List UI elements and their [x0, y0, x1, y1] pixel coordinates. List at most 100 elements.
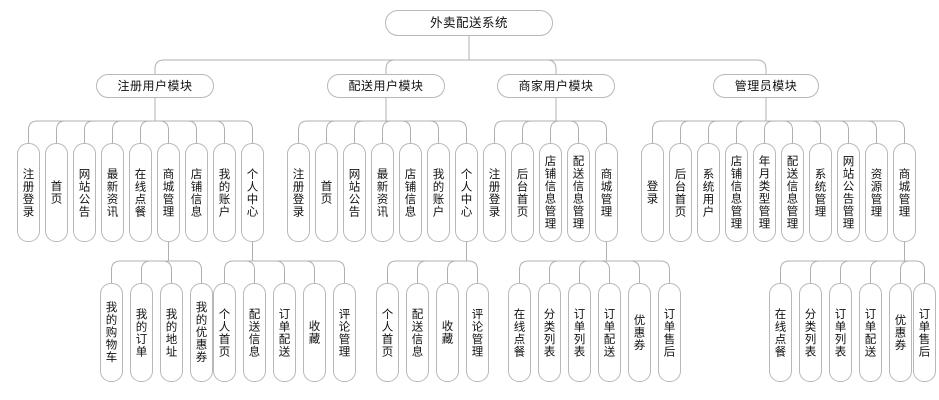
- node-label: 在线点餐: [133, 167, 148, 218]
- leaf-node-node-7cfb7edf7ba17406[interactable]: 系统管理: [809, 143, 832, 242]
- leaf-node-node-670065b08d448baf[interactable]: 最新资讯: [101, 143, 124, 242]
- tree-edge: [680, 120, 766, 143]
- leaf-node-node-52067c7b52178868[interactable]: 分类列表: [799, 283, 822, 382]
- leaf-node-node-8ba25355552e540e[interactable]: 订单售后: [658, 283, 681, 382]
- leaf-node-node-8ba25355914d9001[interactable]: 订单配送: [859, 283, 882, 382]
- leaf-node-node-554657ce7ba17406[interactable]: 商城管理: [595, 143, 618, 242]
- leaf-node-node-653685cf[interactable]: 收藏: [303, 283, 326, 382]
- tree-edge: [840, 260, 905, 283]
- leaf-node-node-8ba2535552178868[interactable]: 订单列表: [568, 283, 591, 382]
- node-label: 年月类型管理: [757, 155, 772, 230]
- leaf-node-node-914d90014fe1606f7ba17406[interactable]: 配送信息管理: [567, 143, 590, 242]
- leaf-node-node-6ce8518c767b5f55[interactable]: 注册登录: [483, 143, 506, 242]
- tree-edge: [652, 120, 766, 143]
- leaf-node-node-4f1860e05238[interactable]: 优惠券: [889, 283, 912, 382]
- tree-edge: [111, 260, 169, 283]
- leaf-node-node-5e9794fa4fe1606f[interactable]: 店铺信息: [399, 143, 422, 242]
- leaf-node-node-653685cf[interactable]: 收藏: [436, 283, 459, 382]
- leaf-node-node-6ce8518c767b5f55[interactable]: 注册登录: [287, 143, 310, 242]
- leaf-node-node-914d90014fe1606f[interactable]: 配送信息: [406, 283, 429, 382]
- leaf-node-node-57287ebf70b99910[interactable]: 在线点餐: [508, 283, 531, 382]
- leaf-node-node-621176848d2d72698f66[interactable]: 我的购物车: [100, 283, 123, 382]
- leaf-node-node-7f517ad9516c544a[interactable]: 网站公告: [343, 143, 366, 242]
- leaf-node-node-540e53f099969875[interactable]: 后台首页: [511, 143, 534, 242]
- tree-edge: [469, 59, 767, 74]
- tree-edge: [900, 260, 910, 283]
- node-label: 后台首页: [673, 167, 688, 218]
- leaf-node-node-7cfb7edf75286237[interactable]: 系统用户: [697, 143, 720, 242]
- tree-edge: [766, 120, 793, 143]
- node-label: 管理员模块: [734, 78, 798, 93]
- tree-edge: [550, 120, 560, 143]
- leaf-node-node-4f1860e05238[interactable]: 优惠券: [628, 283, 651, 382]
- tree-edge: [298, 120, 386, 143]
- leaf-node-node-7f517ad9516c544a[interactable]: 网站公告: [73, 143, 96, 242]
- leaf-node-node-6ce8518c767b5f55[interactable]: 注册登录: [17, 143, 40, 242]
- tree-edge: [326, 120, 386, 143]
- leaf-node-node-8ba25355914d9001[interactable]: 订单配送: [273, 283, 296, 382]
- leaf-node-node-4e2a4eba99969875[interactable]: 个人首页: [213, 283, 236, 382]
- node-label: 我的订单: [134, 307, 149, 358]
- tree-edge: [766, 120, 877, 143]
- leaf-node-node-7f517ad9516c544a7ba17406[interactable]: 网站公告管理: [837, 143, 860, 242]
- leaf-node-node-670065b08d448baf[interactable]: 最新资讯: [371, 143, 394, 242]
- leaf-node-node-99969875[interactable]: 首页: [45, 143, 68, 242]
- tree-edge: [810, 260, 905, 283]
- leaf-node-node-5e7467087c7b578b7ba17406[interactable]: 年月类型管理: [753, 143, 776, 242]
- tree-edge: [154, 59, 469, 74]
- leaf-node-node-4e2a4eba4e2d5fc3[interactable]: 个人中心: [455, 143, 478, 242]
- leaf-node-node-8ba25355914d9001[interactable]: 订单配送: [598, 283, 621, 382]
- leaf-node-node-540e53f099969875[interactable]: 后台首页: [669, 143, 692, 242]
- tree-edge: [155, 120, 225, 143]
- node-label: 最新资讯: [375, 167, 390, 218]
- node-label: 系统管理: [813, 167, 828, 218]
- node-label: 收藏: [440, 320, 455, 345]
- node-label: 系统用户: [701, 167, 716, 218]
- root-node-node-59165356914d90017cfb7edf[interactable]: 外卖配送系统: [385, 10, 553, 36]
- leaf-node-node-8ba25355552e540e[interactable]: 订单售后: [913, 283, 936, 382]
- leaf-node-node-5e9794fa4fe1606f7ba17406[interactable]: 店铺信息管理: [539, 143, 562, 242]
- leaf-node-node-621176848d266237[interactable]: 我的账户: [213, 143, 236, 242]
- leaf-node-node-767b5f55[interactable]: 登录: [641, 143, 664, 242]
- leaf-node-node-52067c7b52178868[interactable]: 分类列表: [538, 283, 561, 382]
- leaf-node-node-8bc48bba7ba17406[interactable]: 评论管理: [466, 283, 489, 382]
- node-label: 店铺信息: [189, 167, 204, 218]
- node-label: 网站公告管理: [841, 155, 856, 230]
- module-node-node-7ba1740654586a215757[interactable]: 管理员模块: [713, 74, 819, 98]
- leaf-node-node-8d446e907ba17406[interactable]: 资源管理: [865, 143, 888, 242]
- leaf-node-node-621176848d266237[interactable]: 我的账户: [427, 143, 450, 242]
- leaf-node-node-4e2a4eba4e2d5fc3[interactable]: 个人中心: [241, 143, 264, 242]
- node-label: 个人首页: [217, 307, 232, 358]
- leaf-node-node-8ba2535552178868[interactable]: 订单列表: [829, 283, 852, 382]
- node-label: 配送信息管理: [571, 155, 586, 230]
- leaf-node-node-57287ebf70b99910[interactable]: 在线点餐: [129, 143, 152, 242]
- leaf-node-node-6211768457305740[interactable]: 我的地址: [160, 283, 183, 382]
- tree-edge: [466, 260, 478, 283]
- node-label: 商家用户模块: [518, 78, 594, 93]
- module-node-node-55465bb6752862376a215757[interactable]: 商家用户模块: [497, 74, 615, 98]
- leaf-node-node-621176844f1860e05238[interactable]: 我的优惠券: [190, 283, 213, 382]
- module-node-node-914d9001752862376a215757[interactable]: 配送用户模块: [327, 74, 445, 98]
- tree-edge: [417, 260, 467, 283]
- module-node-node-6ce8518c752862376a215757[interactable]: 注册用户模块: [96, 74, 214, 98]
- node-label: 订单配送: [602, 307, 617, 358]
- tree-edge: [606, 260, 670, 283]
- leaf-node-node-5e9794fa4fe1606f7ba17406[interactable]: 店铺信息管理: [725, 143, 748, 242]
- node-label: 店铺信息: [403, 167, 418, 218]
- leaf-node-node-621176848ba25355[interactable]: 我的订单: [130, 283, 153, 382]
- leaf-node-node-554657ce7ba17406[interactable]: 商城管理: [893, 143, 916, 242]
- leaf-node-node-8bc48bba7ba17406[interactable]: 评论管理: [333, 283, 356, 382]
- node-label: 外卖配送系统: [429, 15, 508, 31]
- node-label: 首页: [49, 180, 64, 205]
- leaf-node-node-99969875[interactable]: 首页: [315, 143, 338, 242]
- leaf-node-node-57287ebf70b99910[interactable]: 在线点餐: [769, 283, 792, 382]
- leaf-node-node-914d90014fe1606f[interactable]: 配送信息: [243, 283, 266, 382]
- leaf-node-node-4e2a4eba99969875[interactable]: 个人首页: [376, 283, 399, 382]
- tree-edge: [162, 260, 172, 283]
- leaf-node-node-914d90014fe1606f7ba17406[interactable]: 配送信息管理: [781, 143, 804, 242]
- leaf-node-node-554657ce7ba17406[interactable]: 商城管理: [157, 143, 180, 242]
- tree-edge: [168, 260, 202, 283]
- tree-edge: [556, 120, 607, 143]
- leaf-node-node-5e9794fa4fe1606f[interactable]: 店铺信息: [185, 143, 208, 242]
- tree-edge: [556, 120, 579, 143]
